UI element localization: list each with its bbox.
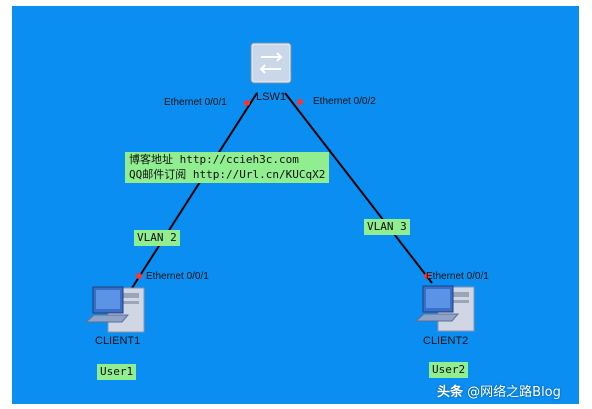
vlan-label-right: VLAN 3 <box>364 219 410 235</box>
info-line-subscribe: QQ邮件订阅 http://Url.cn/KUCqX2 <box>129 168 326 181</box>
vlan-label-left: VLAN 2 <box>134 230 180 246</box>
topology-canvas <box>12 6 579 404</box>
pc-icon[interactable] <box>414 285 475 332</box>
port-label-client1: Ethernet 0/0/1 <box>146 271 209 282</box>
link-left <box>131 92 258 289</box>
user2-label: User2 <box>429 362 469 378</box>
port-dot-sw-left <box>244 100 250 106</box>
port-dot-client2 <box>424 273 430 279</box>
port-dot-sw-right <box>297 99 303 105</box>
port-label-client2: Ethernet 0/0/1 <box>426 271 489 282</box>
link-right <box>284 92 433 284</box>
user1-label: User1 <box>97 364 137 380</box>
switch-icon[interactable] <box>250 42 292 84</box>
info-box: 博客地址 http://ccieh3c.com QQ邮件订阅 http://Ur… <box>125 152 330 183</box>
pc-icon[interactable] <box>84 286 145 333</box>
watermark-handle: @网络之路Blog <box>467 385 561 400</box>
watermark-brand: 头条 <box>437 385 464 400</box>
port-dot-client1 <box>136 273 142 279</box>
client1-label: CLIENT1 <box>95 335 141 347</box>
port-label-sw-right: Ethernet 0/0/2 <box>313 96 376 107</box>
port-label-sw-left: Ethernet 0/0/1 <box>164 97 227 108</box>
watermark: 头条 @网络之路Blog <box>437 381 561 400</box>
switch-label: LSW1 <box>256 91 286 103</box>
client2-label: CLIENT2 <box>423 335 469 347</box>
info-line-blog: 博客地址 http://ccieh3c.com <box>129 153 299 166</box>
